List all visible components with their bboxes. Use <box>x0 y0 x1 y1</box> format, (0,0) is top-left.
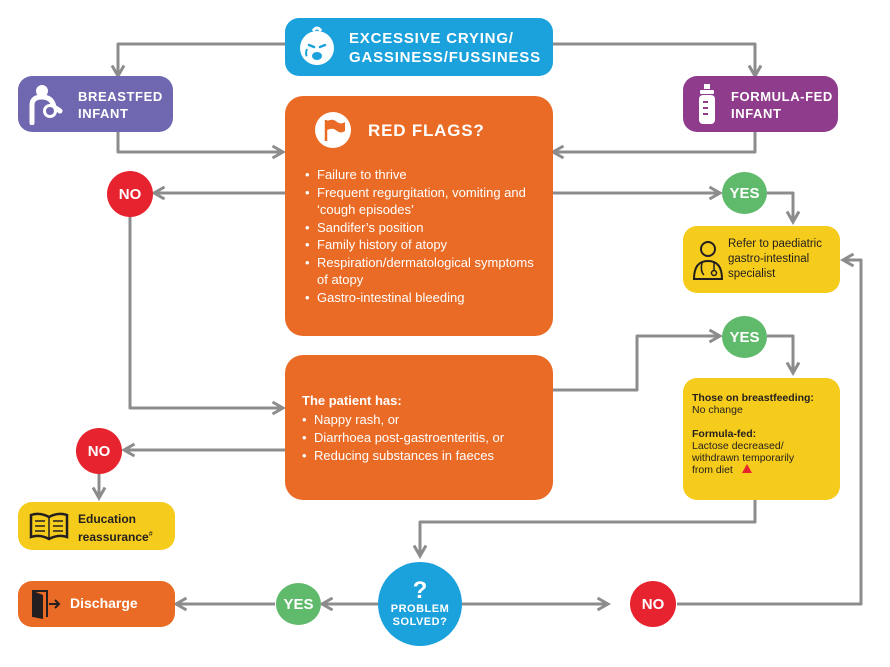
discharge-label: Discharge <box>70 595 138 611</box>
red-flag-item: Respiration/dermatological symptoms of a… <box>305 254 535 289</box>
breastfeeding-icon <box>29 85 63 125</box>
question-mark: ? <box>412 577 428 604</box>
top-line-2: GASSINESS/FUSSINESS <box>349 49 541 66</box>
no-circle-redflags: NO <box>107 171 153 217</box>
arrow-yes-to-lactose <box>767 334 801 377</box>
referral-line-2: gastro-intestinal <box>728 253 810 265</box>
referral-box: Refer to paediatric gastro-intestinal sp… <box>683 226 840 293</box>
crying-baby-icon <box>300 26 334 65</box>
formula-fed-line-2: withdrawn temporarily <box>692 452 795 464</box>
patient-title: The patient has: <box>302 393 402 408</box>
education-line-1: Education <box>78 512 137 526</box>
warning-triangle-icon <box>741 464 752 473</box>
formula-line-1: FORMULA-FED <box>731 89 833 104</box>
no-circle-solved: NO <box>630 581 676 627</box>
solved-line-2: SOLVED? <box>392 616 448 628</box>
education-line-2: reassurance <box>78 530 149 544</box>
top-line-1: EXCESSIVE CRYING/ <box>349 30 514 47</box>
formula-fed-heading: Formula-fed: <box>692 428 757 440</box>
yes-circle-solved: YES <box>276 583 321 625</box>
red-flag-item: Failure to thrive <box>305 166 535 184</box>
discharge-box: Discharge <box>18 581 175 627</box>
problem-solved-circle: ? PROBLEM SOLVED? <box>378 562 462 646</box>
arrow-breastfed-to-redflags <box>116 132 287 160</box>
arrow-patient-to-yes <box>553 328 724 392</box>
yes-circle-patient: YES <box>722 316 767 358</box>
patient-item: Diarrhoea post-gastroenteritis, or <box>302 429 547 447</box>
doctor-icon <box>692 241 724 280</box>
arrow-formula-to-redflags <box>549 132 757 160</box>
red-flag-item: Frequent regurgitation, vomiting and ‘co… <box>305 184 535 219</box>
referral-line-1: Refer to paediatric <box>728 238 822 250</box>
arrow-no-to-referral <box>677 252 863 606</box>
red-flag-item: Sandifer’s position <box>305 219 535 237</box>
formula-fed-infant-box: FORMULA-FED INFANT <box>683 76 838 132</box>
baby-bottle-icon <box>699 84 715 124</box>
red-flags-title: RED FLAGS? <box>368 121 485 140</box>
patient-item: Nappy rash, or <box>302 411 547 429</box>
breastfed-infant-box: BREASTFED INFANT <box>18 76 173 132</box>
red-flag-item: Gastro-intestinal bleeding <box>305 289 535 307</box>
patient-list: Nappy rash, or Diarrhoea post-gastroente… <box>302 411 547 465</box>
excessive-crying-box: EXCESSIVE CRYING/ GASSINESS/FUSSINESS <box>285 18 553 76</box>
arrow-top-to-formula <box>553 42 763 80</box>
education-box: Education reassurance# <box>18 502 175 550</box>
no-circle-patient: NO <box>76 428 122 474</box>
lactose-box: Those on breastfeeding: No change Formul… <box>683 378 840 500</box>
yes-circle-redflags: YES <box>722 172 767 214</box>
red-flag-item: Family history of atopy <box>305 236 535 254</box>
breastfeeding-heading: Those on breastfeeding: <box>692 392 814 404</box>
arrow-no-to-patient <box>128 212 287 416</box>
footnote-mark: # <box>148 531 153 538</box>
referral-line-3: specialist <box>728 268 776 280</box>
flag-icon <box>315 112 351 148</box>
solved-line-1: PROBLEM <box>390 603 450 615</box>
book-icon <box>29 512 69 541</box>
red-flags-list: Failure to thrive Frequent regurgitation… <box>305 166 535 306</box>
breastfed-line-2: INFANT <box>78 106 129 121</box>
arrow-lactose-to-solved <box>412 500 757 560</box>
breastfed-line-1: BREASTFED <box>78 89 163 104</box>
red-flags-box: RED FLAGS? Failure to thrive Frequent re… <box>285 96 553 336</box>
exit-door-icon <box>32 590 61 619</box>
formula-line-2: INFANT <box>731 106 782 121</box>
patient-item: Reducing substances in faeces <box>302 447 547 465</box>
arrow-yes-to-referral <box>767 191 801 226</box>
arrow-top-to-breastfed <box>110 42 285 80</box>
formula-fed-line-1: Lactose decreased/ <box>692 440 784 452</box>
breastfeeding-text: No change <box>692 404 743 416</box>
formula-fed-line-3: from diet <box>692 464 733 476</box>
patient-has-box: The patient has: Nappy rash, or Diarrhoe… <box>285 355 553 500</box>
